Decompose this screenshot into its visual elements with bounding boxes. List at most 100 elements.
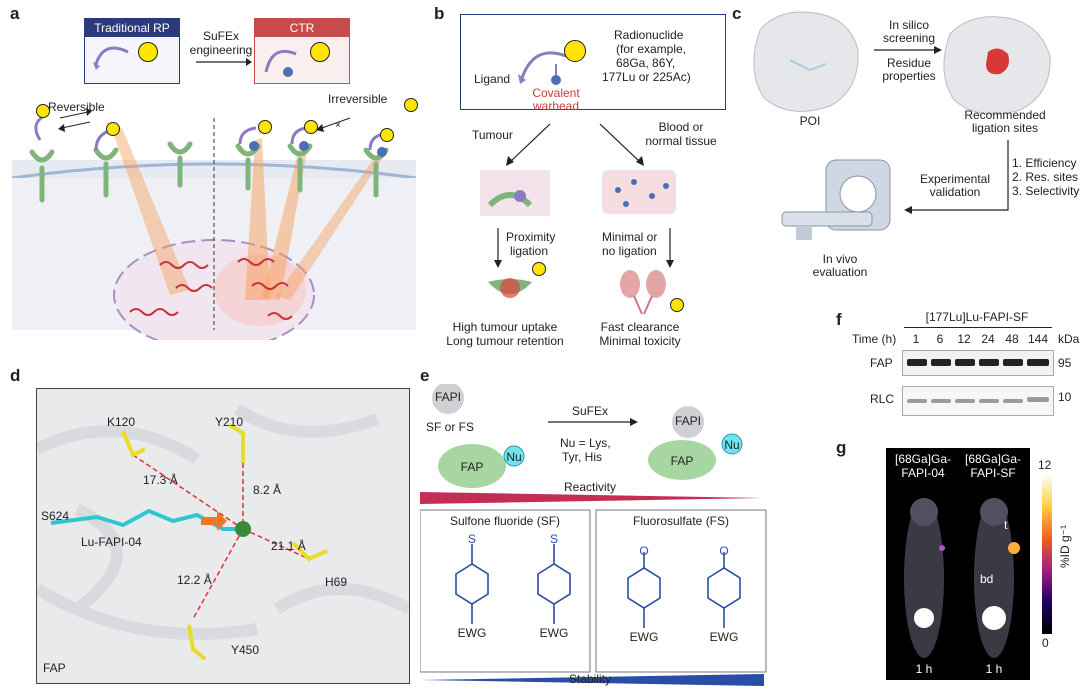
sufex-engineering-label-1: SuFEx (202, 29, 239, 43)
product-fap-label: FAP (670, 454, 694, 468)
radionuclide-icon (564, 40, 586, 62)
residue-label-2: properties (882, 69, 936, 83)
ctr-box: CTR (254, 18, 350, 84)
experimental-label-2: validation (929, 185, 981, 199)
panel-label-b: b (434, 4, 445, 23)
panel-label-e: e (420, 366, 430, 385)
gel-blot-rlc (902, 386, 1054, 416)
time-12: 12 (957, 332, 971, 346)
blood-label-2: normal tissue (645, 134, 717, 148)
in-silico-label-2: screening (882, 31, 936, 45)
sf2-s-atom: S (549, 532, 558, 546)
colorbar-min: 0 (1042, 636, 1049, 650)
gel-title-underline (904, 327, 1052, 328)
fs2-o-atom: O (719, 544, 729, 558)
kda-label: kDa (1058, 332, 1080, 346)
time-axis-label: Time (h) (852, 332, 897, 346)
gel-row-fap: FAP (870, 356, 893, 370)
ctr-header: CTR (255, 19, 349, 37)
colorbar (1042, 474, 1052, 634)
sf-box-title: Sulfone fluoride (SF) (449, 514, 561, 528)
product-fapi-label: FAPI (674, 414, 701, 428)
minimal-label-2: no ligation (602, 244, 657, 258)
panel-b: Ligand Covalent warhead Radionuclide (fo… (430, 0, 726, 350)
recommended-label-2: ligation sites (971, 121, 1039, 135)
time-24: 24 (981, 332, 995, 346)
radionuclide-icon (36, 104, 50, 118)
marker-10: 10 (1058, 390, 1072, 404)
radionuclide-icon (258, 120, 272, 134)
sf1-s-atom: S (467, 532, 476, 546)
panel-a: Traditional RP CTR SuFEx engineering (0, 0, 420, 340)
radionuclide-icon (670, 298, 684, 312)
panel-c: In silico screening Residue properties P… (740, 0, 1080, 290)
panel-d-graphics (37, 403, 409, 661)
poi-label: POI (799, 114, 821, 128)
proximity-label-1: Proximity (506, 230, 556, 244)
panel-label-f: f (836, 310, 842, 329)
radionuclide-icon (304, 120, 318, 134)
sufex-engineering-label-2: engineering (189, 43, 253, 57)
outcome-right-2: Minimal toxicity (599, 334, 681, 348)
proximity-label-2: ligation (510, 244, 549, 258)
in-vivo-label-1: In vivo (822, 252, 858, 266)
fs-box-title: Fluorosulfate (FS) (632, 514, 730, 528)
marker-95: 95 (1058, 356, 1072, 370)
nu-definition-2: Tyr, His (562, 450, 603, 464)
residue-k120: K120 (107, 415, 136, 429)
pet-left-time: 1 h (915, 662, 933, 676)
bone-marker-bd: bd (980, 572, 994, 586)
panel-b-graphics (480, 51, 676, 315)
time-144: 144 (1027, 332, 1049, 346)
covalent-warhead-label-1: Covalent (532, 86, 580, 100)
radionuclide-icon (310, 42, 330, 62)
reactant-nu-label: Nu (506, 450, 522, 464)
ewg-label-2: EWG (539, 626, 569, 640)
protein-fap-label: FAP (43, 661, 66, 675)
panel-e-graphics (420, 384, 767, 686)
sufex-label: SuFEx (571, 404, 608, 418)
radionuclide-icon (404, 98, 418, 112)
panel-g: [68Ga]Ga- FAPI-04 [68Ga]Ga- FAPI-SF t bd… (886, 448, 1080, 680)
panel-label-c: c (732, 4, 742, 23)
traditional-rp-header: Traditional RP (85, 19, 179, 37)
pet-left-title-2: FAPI-04 (901, 466, 945, 480)
colorbar-max: 12 (1038, 458, 1052, 472)
sf-or-fs-label: SF or FS (426, 420, 475, 434)
gel-blot-fap (902, 350, 1054, 376)
minimal-label-1: Minimal or (602, 230, 658, 244)
radionuclide-icon (138, 42, 158, 62)
in-vivo-label-2: evaluation (812, 265, 868, 279)
covalent-warhead-label-2: warhead (532, 99, 580, 113)
residue-y450: Y450 (231, 643, 260, 657)
panel-f: [177Lu]Lu-FAPI-SF Time (h) 1 6 12 24 48 … (852, 306, 1080, 440)
reversible-label: Reversible (48, 100, 105, 114)
distance-12-2: 12.2 Å (177, 573, 212, 587)
reactant-fap-label: FAP (460, 460, 484, 474)
gel-title: [177Lu]Lu-FAPI-SF (925, 310, 1029, 324)
pet-left-title-1: [68Ga]Ga- (894, 452, 952, 466)
ewg-label-1: EWG (457, 626, 487, 640)
tumour-marker-t: t (1004, 518, 1008, 532)
reactant-fapi-label: FAPI (434, 390, 461, 404)
tumour-label: Tumour (472, 128, 513, 142)
pet-right-title-2: FAPI-SF (970, 466, 1016, 480)
criterion-2: 2. Res. sites (1012, 170, 1079, 184)
outcome-left-1: High tumour uptake (452, 320, 558, 334)
product-nu-label: Nu (724, 438, 740, 452)
nu-definition-1: Nu = Lys, (560, 436, 611, 450)
irreversible-label: Irreversible (328, 92, 388, 106)
distance-8-2: 8.2 Å (253, 483, 282, 497)
recommended-label-1: Recommended (964, 108, 1046, 122)
pet-right-title-1: [68Ga]Ga- (964, 452, 1022, 466)
radionuclide-icon (380, 128, 394, 142)
distance-21-1: 21.1 Å (271, 539, 306, 553)
residue-h69: H69 (325, 575, 348, 589)
stability-label: Stability (568, 672, 612, 686)
time-6: 6 (936, 332, 944, 346)
radionuclide-label-4: 177Lu or 225Ac) (602, 70, 691, 84)
pet-right-time: 1 h (985, 662, 1003, 676)
panel-label-d: d (10, 366, 21, 385)
ewg-label-4: EWG (709, 630, 739, 644)
panel-label-g: g (836, 438, 847, 457)
